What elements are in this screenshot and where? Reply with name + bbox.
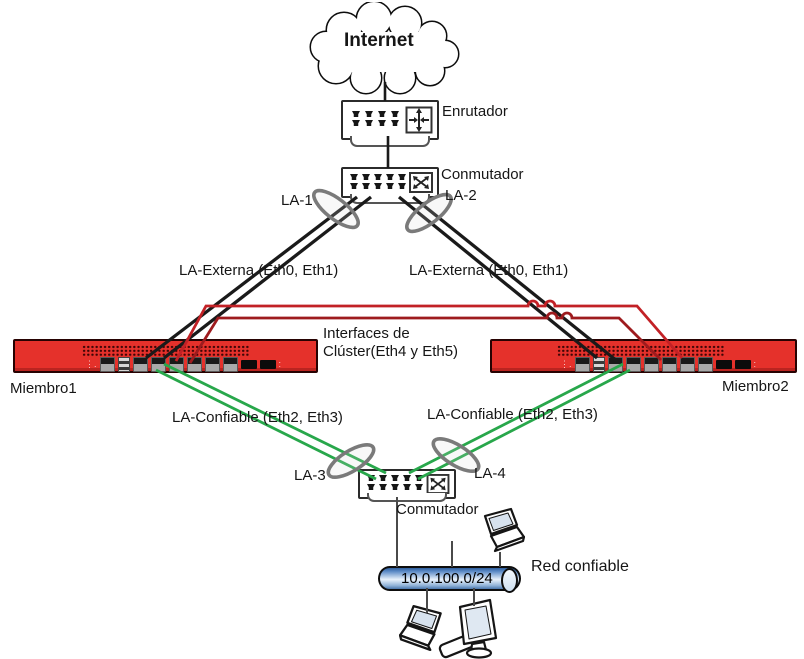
port [607, 357, 623, 372]
top-switch-ports [350, 174, 410, 192]
la1-label: LA-1 [281, 192, 313, 209]
port [168, 357, 184, 372]
sfp-port [259, 360, 276, 369]
internet-cloud-icon [309, 2, 460, 95]
laptop-icon [399, 604, 442, 652]
trusted-network-segment: 10.0.100.0/24 [378, 566, 521, 593]
firewall-ports: ⋮. : [85, 357, 281, 372]
router-device [341, 100, 439, 140]
sfp-port [240, 360, 257, 369]
laptop-icon [483, 507, 525, 553]
subnet-label: 10.0.100.0/24 [401, 570, 493, 587]
la-externa-left-label: LA-Externa (Eth0, Eth1) [179, 262, 339, 279]
router-icon [405, 106, 433, 134]
port [625, 357, 641, 372]
la2-label: LA-2 [445, 187, 477, 204]
la4-label: LA-4 [474, 465, 506, 482]
cluster-interfaces-label-line1: Interfaces de [323, 325, 410, 342]
port [204, 357, 220, 372]
la-confiable-left-label: LA-Confiable (Eth2, Eth3) [172, 409, 343, 426]
usb-port [592, 357, 605, 372]
port [643, 357, 659, 372]
sfp-port [715, 360, 732, 369]
firewall-ports: ⋮. : [560, 357, 756, 372]
la3-label: LA-3 [294, 467, 326, 484]
router-ports [352, 111, 404, 129]
desktop-computer-icon [458, 598, 498, 659]
port [679, 357, 695, 372]
top-switch-device [341, 167, 439, 198]
router-label: Enrutador [442, 103, 508, 120]
port [661, 357, 677, 372]
member2-label: Miembro2 [722, 378, 789, 395]
vent-grill [82, 345, 250, 357]
port [186, 357, 202, 372]
port [150, 357, 166, 372]
firewall-member1: ⋮. : [13, 339, 318, 373]
port [574, 357, 590, 372]
switch-icon [426, 474, 450, 494]
top-switch-label: Conmutador [441, 166, 524, 183]
bottom-switch-ports [367, 475, 427, 493]
bottom-switch-base [367, 493, 447, 502]
port [99, 357, 115, 372]
cluster-interfaces-label-line2: Clúster(Eth4 y Eth5) [323, 343, 459, 360]
bottom-switch-label: Conmutador [396, 501, 479, 518]
cable-trusted-right-1 [417, 368, 631, 481]
internet-label: Internet [344, 30, 414, 51]
trusted-network-label: Red confiable [531, 558, 629, 575]
port [132, 357, 148, 372]
la-externa-right-label: LA-Externa (Eth0, Eth1) [409, 262, 569, 279]
usb-port [117, 357, 130, 372]
la-confiable-right-label: LA-Confiable (Eth2, Eth3) [427, 406, 598, 423]
cylinder-cap [501, 568, 518, 593]
top-switch-base [350, 194, 430, 204]
cable-external-right-2 [411, 195, 619, 363]
sfp-port [734, 360, 751, 369]
member1-label: Miembro1 [10, 380, 77, 397]
switch-icon [409, 172, 433, 193]
port [697, 357, 713, 372]
port [222, 357, 238, 372]
router-base [350, 136, 430, 147]
firewall-member2: ⋮. : [490, 339, 797, 373]
vent-grill [557, 345, 725, 357]
